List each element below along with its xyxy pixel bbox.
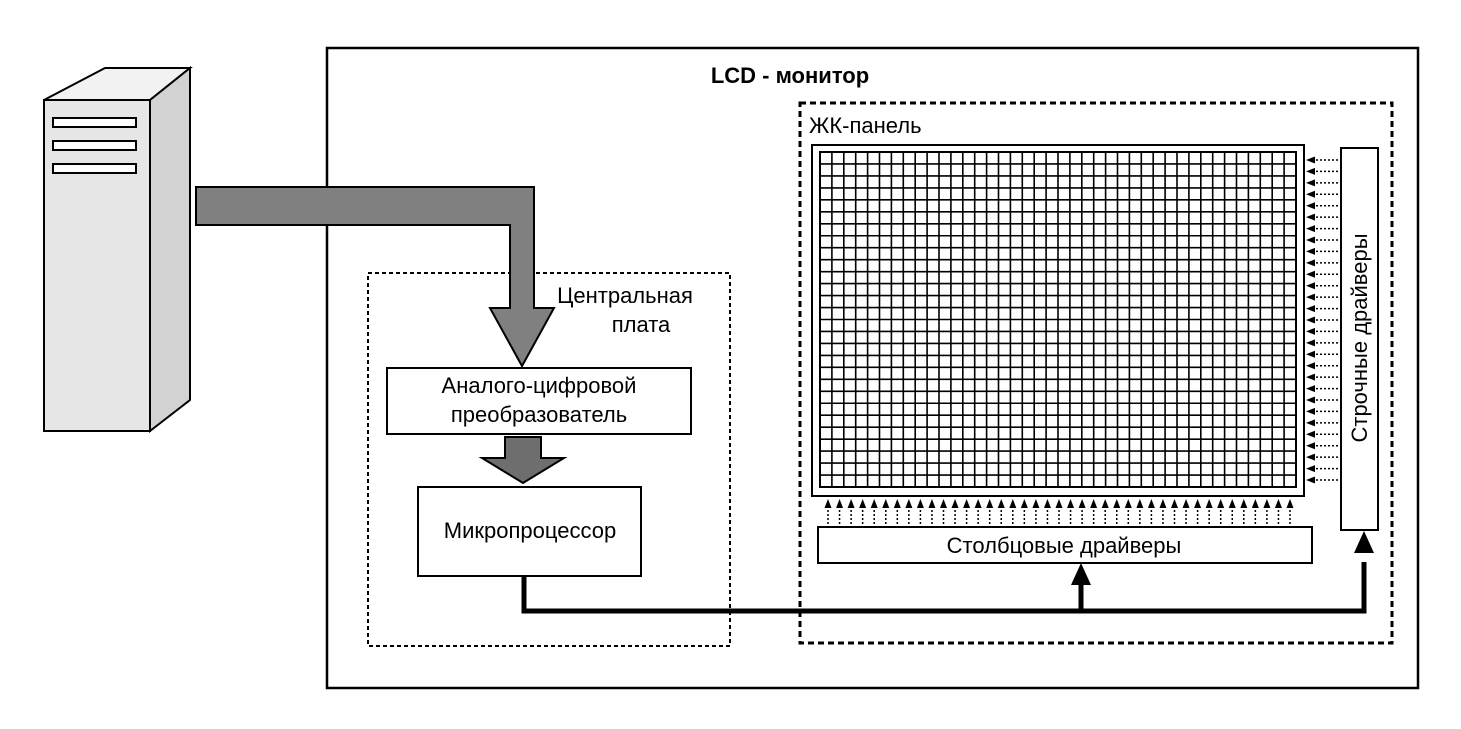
column-arrow-head [882,499,890,508]
row-arrow-head [1306,476,1315,484]
row-arrow-head [1306,430,1315,438]
row-arrow-head [1306,202,1315,210]
row-arrow-head [1306,396,1315,404]
column-arrow-head [870,499,878,508]
column-arrow-head [997,499,1005,508]
column-arrow-head [1251,499,1259,508]
column-drivers-label: Столбцовые драйверы [947,533,1182,558]
row-arrow-head [1306,167,1315,175]
adc-box [386,367,692,435]
column-arrow-head [1274,499,1282,508]
row-arrow-head [1306,465,1315,473]
lcd-panel-box [798,101,1394,645]
row-arrow-head [1306,179,1315,187]
pixel-matrix [811,144,1305,497]
column-arrow-head [1055,499,1063,508]
main-board-box [367,272,731,647]
row-drivers-label: Строчные драйверы [1347,233,1372,442]
column-arrow-head [824,499,832,508]
adc-to-cpu-arrow [478,436,568,485]
row-arrow-head [1306,259,1315,267]
row-signal-arrows [1306,156,1338,484]
row-arrow-head [1306,419,1315,427]
column-arrow-head [1182,499,1190,508]
row-arrow-head [1306,225,1315,233]
column-arrow-head [974,499,982,508]
row-arrow-head [1306,282,1315,290]
column-arrow-head [1032,499,1040,508]
control-bus-line [521,562,1367,614]
column-driver-arrowhead [1071,563,1091,585]
column-arrow-head [1194,499,1202,508]
column-arrow-head [1113,499,1121,508]
column-arrow-head [1043,499,1051,508]
column-arrow-head [1101,499,1109,508]
column-arrow-head [1136,499,1144,508]
column-arrow-head [893,499,901,508]
video-signal-arrow [195,186,556,369]
row-arrow-head [1306,453,1315,461]
row-arrow-head [1306,293,1315,301]
column-arrow-head [986,499,994,508]
main-board-label-line2: плата [612,312,671,337]
column-arrow-head [1263,499,1271,508]
column-arrow-head [940,499,947,508]
row-arrow-head [1306,270,1315,278]
row-arrow-head [1306,236,1315,244]
microprocessor-label: Микропроцессор [444,518,616,543]
column-arrow-head [1124,499,1132,508]
column-arrow-head [1090,499,1098,508]
column-arrow-head [1020,499,1028,508]
column-arrow-head [1009,499,1017,508]
monitor-frame [325,46,1420,690]
column-arrow-head [1286,499,1294,508]
column-arrow-head [905,499,913,508]
column-arrow-head [859,499,867,508]
row-arrow-head [1306,190,1315,198]
column-arrow-head [916,499,924,508]
row-arrow-head [1306,339,1315,347]
column-arrow-head [1171,499,1178,508]
column-arrow-head [1078,499,1086,508]
microprocessor-box [417,486,642,577]
column-arrow-head [928,499,936,508]
column-arrow-head [1067,499,1075,508]
row-drivers-box [1340,147,1379,531]
column-arrow-head [1240,499,1248,508]
column-arrow-head [847,499,855,508]
column-arrow-head [1147,499,1155,508]
row-arrow-head [1306,305,1315,313]
column-arrow-head [1205,499,1213,508]
column-arrow-head [963,499,971,508]
column-drivers-box [817,526,1313,564]
column-arrow-head [1217,499,1225,508]
row-arrow-head [1306,247,1315,255]
lcd-panel-label: ЖК-панель [809,113,922,138]
row-arrow-head [1306,156,1315,164]
adc-label-line2: преобразователь [451,402,627,427]
row-arrow-head [1306,407,1315,415]
computer-tower-icon [43,65,193,434]
row-arrow-head [1306,316,1315,324]
column-signal-arrows [824,499,1294,524]
row-arrow-head [1306,373,1315,381]
row-arrow-head [1306,442,1315,450]
column-arrow-head [836,499,844,508]
row-arrow-head [1306,327,1315,335]
column-arrow-head [1228,499,1236,508]
row-arrow-head [1306,362,1315,370]
column-arrow-head [1159,499,1167,508]
row-driver-arrowhead [1354,531,1374,553]
row-arrow-head [1306,385,1315,393]
column-arrow-head [951,499,959,508]
adc-label-line1: Аналого-цифровой [442,373,637,398]
main-board-label-line1: Центральная [557,283,693,308]
monitor-title: LCD - монитор [711,63,869,88]
row-arrow-head [1306,350,1315,358]
row-arrow-head [1306,213,1315,221]
